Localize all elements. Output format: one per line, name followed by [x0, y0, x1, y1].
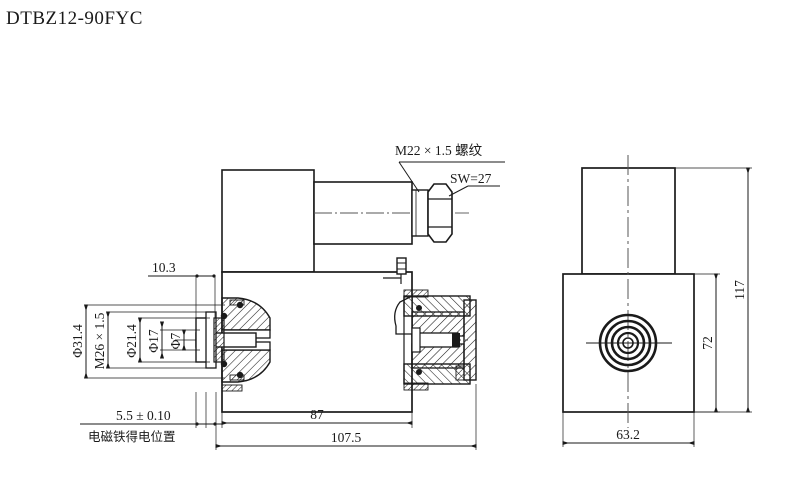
dim-dia-31-4: Φ31.4 [70, 304, 89, 379]
left-detail-extensions [86, 304, 225, 379]
hex-nut [427, 183, 470, 243]
wrench-size-leader [448, 185, 500, 197]
dim-thread-m26-label: M26 × 1.5 [92, 312, 107, 369]
dim-72: 72 [694, 273, 720, 413]
dim-87: 87 [221, 390, 413, 428]
top-port-fitting [383, 257, 407, 284]
dimension-group-end-view: 72 117 63.2 [562, 167, 752, 447]
dim-10-3: 10.3 [148, 260, 216, 330]
dim-87-label: 87 [310, 407, 324, 422]
solenoid-note-label: 电磁铁得电位置 [88, 429, 176, 444]
dim-dia-21-4: Φ21.4 [124, 317, 143, 363]
dim-stroke-5-5: 5.5 ± 0.10 电磁铁得电位置 [80, 392, 222, 444]
dim-72-label: 72 [700, 336, 715, 350]
dim-dia-17: Φ17 [146, 321, 165, 359]
dim-107-5: 107.5 [215, 384, 477, 450]
dim-dia-21-4-label: Φ21.4 [124, 324, 139, 358]
end-view [562, 155, 695, 428]
thread-callout-label: M22 × 1.5 螺纹 [395, 143, 483, 158]
side-section-view: M22 × 1.5 螺纹 SW=27 [86, 143, 505, 413]
dim-stroke-5-5-label: 5.5 ± 0.10 [116, 408, 171, 423]
thread-callout-leader [398, 161, 505, 193]
dim-117: 117 [675, 167, 752, 413]
dim-63-2-label: 63.2 [616, 427, 640, 442]
dim-107-5-label: 107.5 [331, 430, 362, 445]
dimension-group-left-view: 10.3 Φ31.4 M26 × 1.5 Φ21.4 [70, 260, 477, 450]
connector-tube [313, 181, 413, 245]
dim-63-2: 63.2 [562, 412, 695, 447]
dim-10-3-label: 10.3 [152, 260, 176, 275]
port-concentric-circles [598, 313, 658, 373]
dim-dia-31-4-label: Φ31.4 [70, 324, 85, 358]
threaded-shank [411, 189, 429, 237]
dim-117-label: 117 [732, 280, 747, 300]
solenoid-coil-block [221, 169, 315, 273]
dim-thread-m26: M26 × 1.5 [92, 311, 111, 369]
dim-dia-7: Φ7 [168, 329, 187, 351]
wrench-size-label: SW=27 [450, 171, 492, 186]
dim-dia-17-label: Φ17 [146, 329, 161, 353]
page-title: DTBZ12-90FYC [6, 8, 143, 29]
right-end-section [394, 289, 477, 391]
dim-dia-7-label: Φ7 [168, 332, 183, 349]
